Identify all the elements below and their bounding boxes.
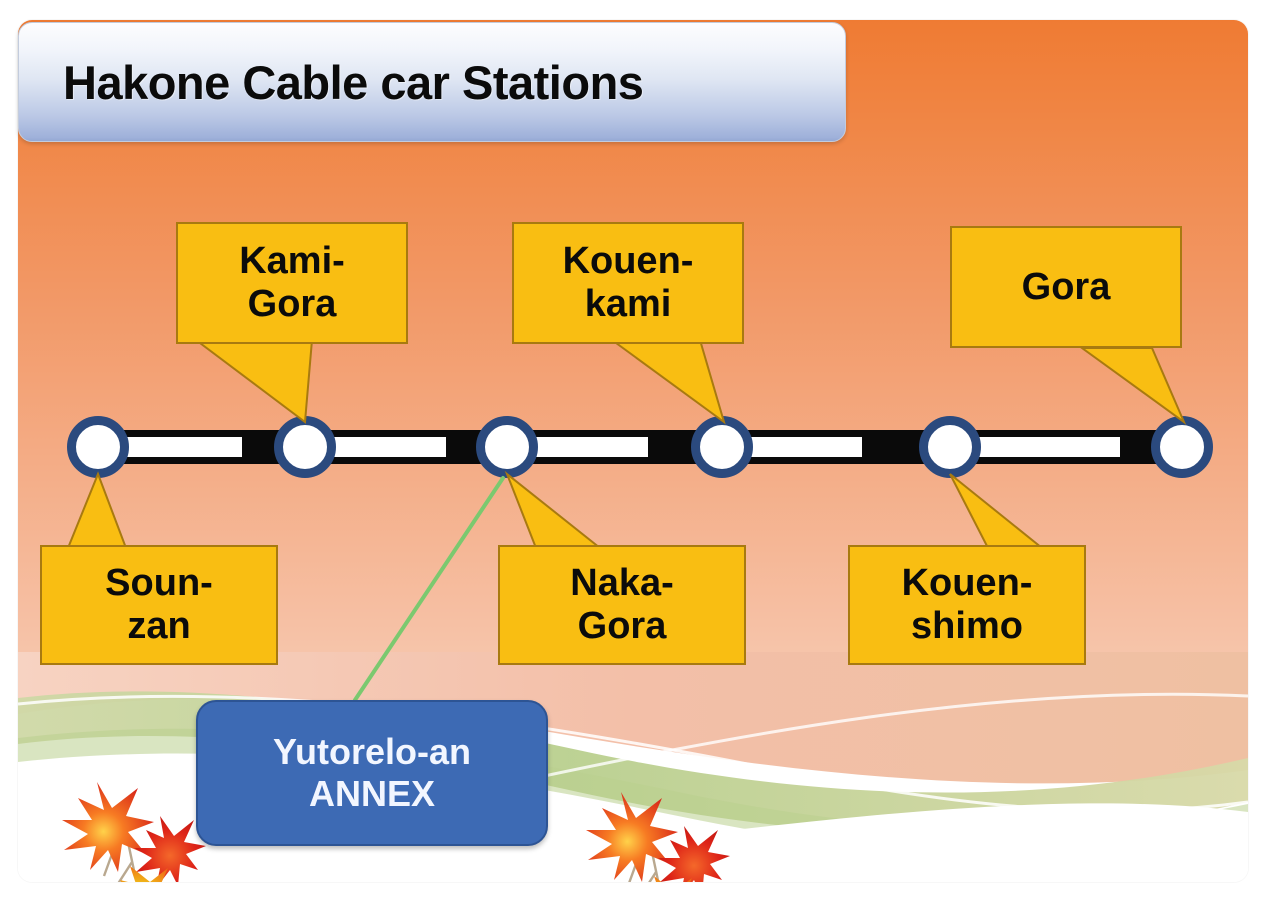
cable-car-rail <box>78 430 1190 464</box>
maple-leaf-cluster-left <box>62 782 206 882</box>
station-marker-kouen-kami[interactable] <box>691 416 753 478</box>
callout-label-kouen-shimo: Kouen- shimo <box>901 562 1033 647</box>
callout-label-naka-gora: Naka- Gora <box>570 562 674 647</box>
rail-dash-segment <box>530 437 648 457</box>
callout-label-kouen-kami: Kouen- kami <box>562 240 694 325</box>
station-marker-kami-gora[interactable] <box>274 416 336 478</box>
station-marker-naka-gora[interactable] <box>476 416 538 478</box>
callout-soun-zan[interactable]: Soun- zan <box>40 545 278 665</box>
station-marker-kouen-shimo[interactable] <box>919 416 981 478</box>
callout-label-kami-gora: Kami- Gora <box>239 240 345 325</box>
title-banner: Hakone Cable car Stations <box>18 22 846 142</box>
callout-label-soun-zan: Soun- zan <box>105 562 213 647</box>
callout-kouen-kami[interactable]: Kouen- kami <box>512 222 744 344</box>
callout-naka-gora[interactable]: Naka- Gora <box>498 545 746 665</box>
callout-kouen-shimo[interactable]: Kouen- shimo <box>848 545 1086 665</box>
maple-leaf-cluster-middle <box>586 792 730 882</box>
hotel-name-line2: ANNEX <box>308 773 436 814</box>
rail-dash-segment <box>744 437 862 457</box>
station-marker-soun-zan[interactable] <box>67 416 129 478</box>
page-title: Hakone Cable car Stations <box>63 55 644 109</box>
callout-gora[interactable]: Gora <box>950 226 1182 348</box>
rail-dash-segment <box>972 437 1120 457</box>
rail-dash-segment <box>120 437 242 457</box>
callout-label-gora: Gora <box>1021 265 1111 308</box>
hotel-name-line1: Yutorelo-an <box>272 730 472 772</box>
hotel-label-yutorelo-an-annex[interactable]: Yutorelo-an ANNEX <box>196 700 548 846</box>
rail-dash-segment <box>328 437 446 457</box>
callout-kami-gora[interactable]: Kami- Gora <box>176 222 408 344</box>
station-marker-gora[interactable] <box>1151 416 1213 478</box>
